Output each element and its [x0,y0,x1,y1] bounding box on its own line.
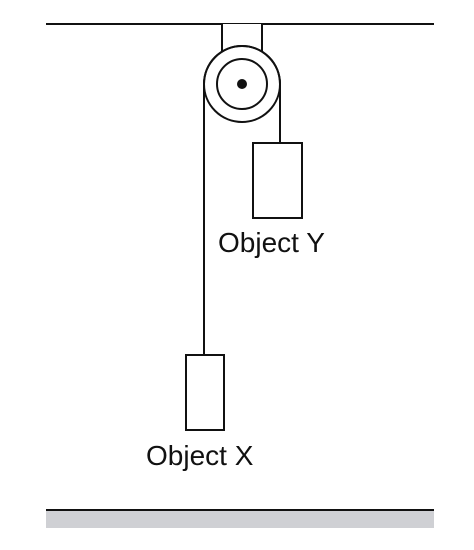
object-x-block [185,354,225,431]
object-y-block [252,142,303,219]
object-x-label: Object X [146,440,254,471]
floor-band [46,510,434,528]
rope-over-pulley [203,45,281,85]
pulley-axle [237,79,247,89]
object-y-label: Object Y [218,227,325,258]
